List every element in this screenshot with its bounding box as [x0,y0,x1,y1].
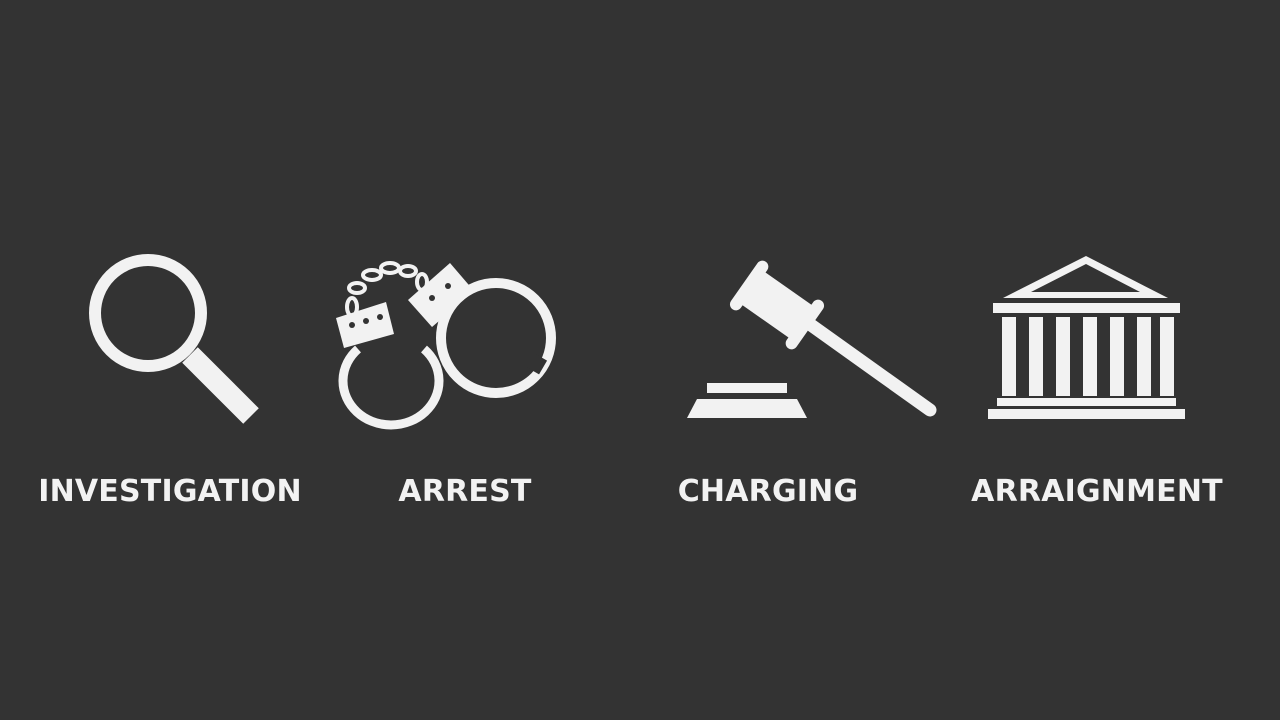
step-label-investigation: INVESTIGATION [38,474,302,509]
handcuffs-icon [336,261,556,430]
step-label-arraignment: ARRAIGNMENT [971,474,1223,509]
step-label-charging: CHARGING [677,474,859,509]
step-label-arrest: ARREST [398,474,532,509]
courthouse-icon [988,256,1185,419]
gavel-icon [687,260,937,418]
magnifying-glass-icon [89,254,259,424]
